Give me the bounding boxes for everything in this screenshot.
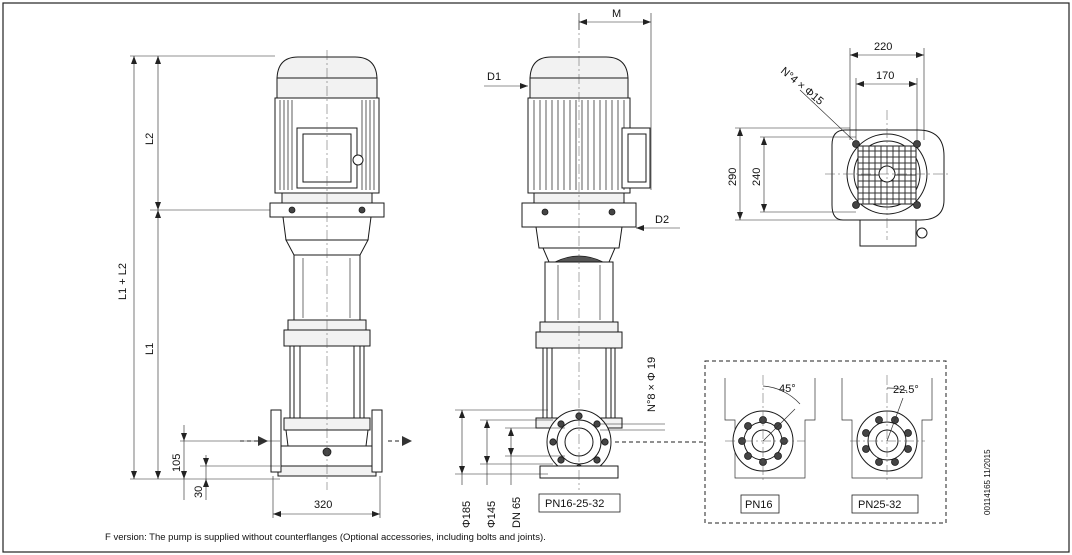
drawing-code: 00114165 11/2015 xyxy=(983,449,992,515)
footnote: F version: The pump is supplied without … xyxy=(105,532,546,543)
dim-105-label: 105 xyxy=(171,454,183,472)
dim-phi185-label: Φ185 xyxy=(461,501,473,528)
base-holes-label: N°4 × Φ15 xyxy=(778,65,826,108)
dim-290-label: 290 xyxy=(727,168,739,186)
pn25-32-box xyxy=(851,494,919,514)
flange-detail-box: 45° 22.5° PN16 PN25-32 xyxy=(704,360,947,524)
dim-m-label: M xyxy=(612,8,621,20)
l1-plus-l2-label: L1 + L2 xyxy=(117,263,129,300)
dim-dn65-label: DN 65 xyxy=(511,497,523,528)
dim-170-label: 170 xyxy=(876,70,894,82)
flange-bolts-label: N°8 × Φ 19 xyxy=(646,357,658,412)
pump-side-view xyxy=(240,50,412,490)
l2-label: L2 xyxy=(144,133,156,145)
dim-320-label: 320 xyxy=(314,499,332,511)
side-view-dimensions: L1 + L2 L2 L1 105 30 320 xyxy=(117,55,381,518)
l1-label: L1 xyxy=(144,343,156,355)
dim-30-label: 30 xyxy=(193,486,205,498)
dim-240-label: 240 xyxy=(751,168,763,186)
angle-45-label: 45° xyxy=(779,383,796,395)
pn16-label: PN16 xyxy=(745,499,773,511)
pump-front-view xyxy=(521,20,651,490)
front-view-dimensions: M D1 D2 N°8 × Φ 19 Φ185 Φ145 DN 65 PN16-… xyxy=(455,8,705,528)
pn25-32-label: PN25-32 xyxy=(858,499,901,511)
angle-225-label: 22.5° xyxy=(893,384,919,396)
dim-d1-label: D1 xyxy=(487,71,501,83)
dim-d2-label: D2 xyxy=(655,214,669,226)
pn-rating-box xyxy=(538,493,621,513)
dim-phi145-label: Φ145 xyxy=(486,501,498,528)
dim-220-label: 220 xyxy=(874,41,892,53)
pump-top-view xyxy=(825,110,950,247)
pn-front-label: PN16-25-32 xyxy=(545,498,604,510)
pn16-box xyxy=(740,494,780,514)
pn25-32-flange: 22.5° xyxy=(841,375,933,480)
pn16-flange: 45° xyxy=(724,375,816,480)
